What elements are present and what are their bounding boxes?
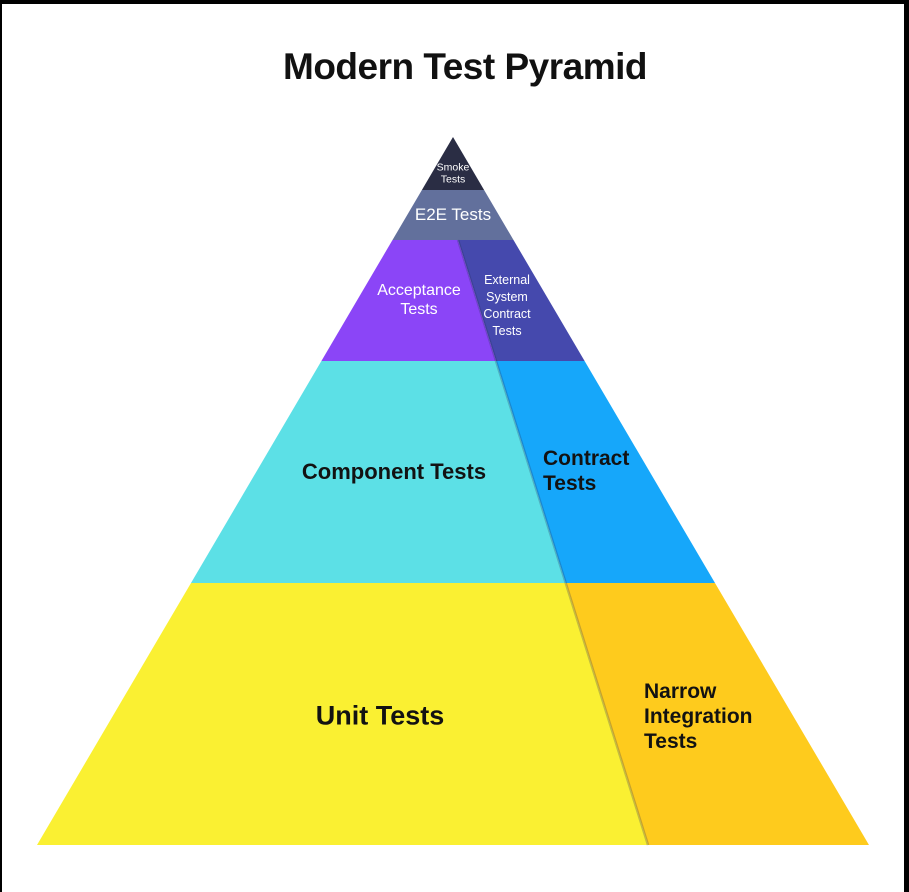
segment-external-system-contract-tests	[458, 240, 585, 361]
segment-component-tests	[191, 361, 566, 583]
frame-border-right	[904, 0, 909, 892]
left-right-divider-line	[456, 239, 650, 846]
segment-e2e-tests	[392, 190, 514, 240]
segment-contract-tests	[496, 361, 715, 583]
frame-border-top	[0, 0, 909, 4]
segment-acceptance-tests	[321, 240, 496, 361]
frame-border-left	[0, 0, 2, 892]
segment-smoke-tests	[421, 137, 485, 190]
diagram-title: Modern Test Pyramid	[282, 46, 648, 87]
segment-narrow-integration-tests	[565, 583, 869, 845]
segment-unit-tests	[37, 583, 648, 845]
